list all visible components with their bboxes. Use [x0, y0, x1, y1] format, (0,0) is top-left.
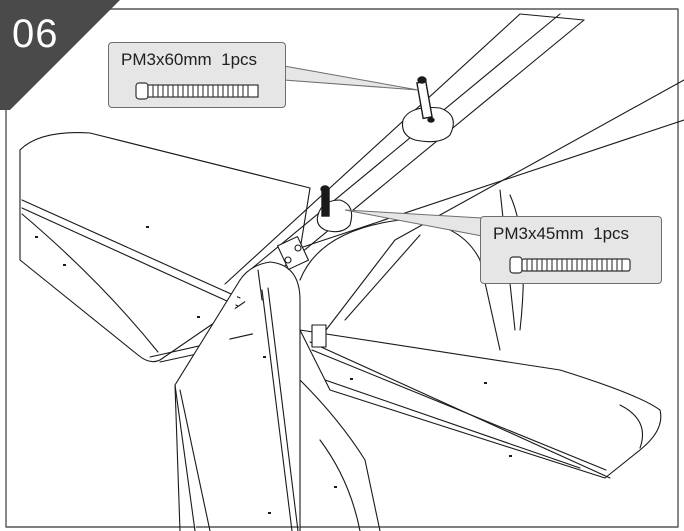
callout-label: PM3x60mm 1pcs	[121, 50, 258, 69]
screw-callout-60mm: PM3x60mm 1pcs	[108, 42, 286, 108]
screw-icon	[135, 82, 259, 100]
step-badge	[0, 0, 120, 110]
step-number: 06	[12, 12, 59, 56]
screw-icon	[509, 256, 631, 274]
screw-callout-45mm: PM3x45mm 1pcs	[480, 216, 662, 284]
callout-label: PM3x45mm 1pcs	[493, 224, 630, 243]
